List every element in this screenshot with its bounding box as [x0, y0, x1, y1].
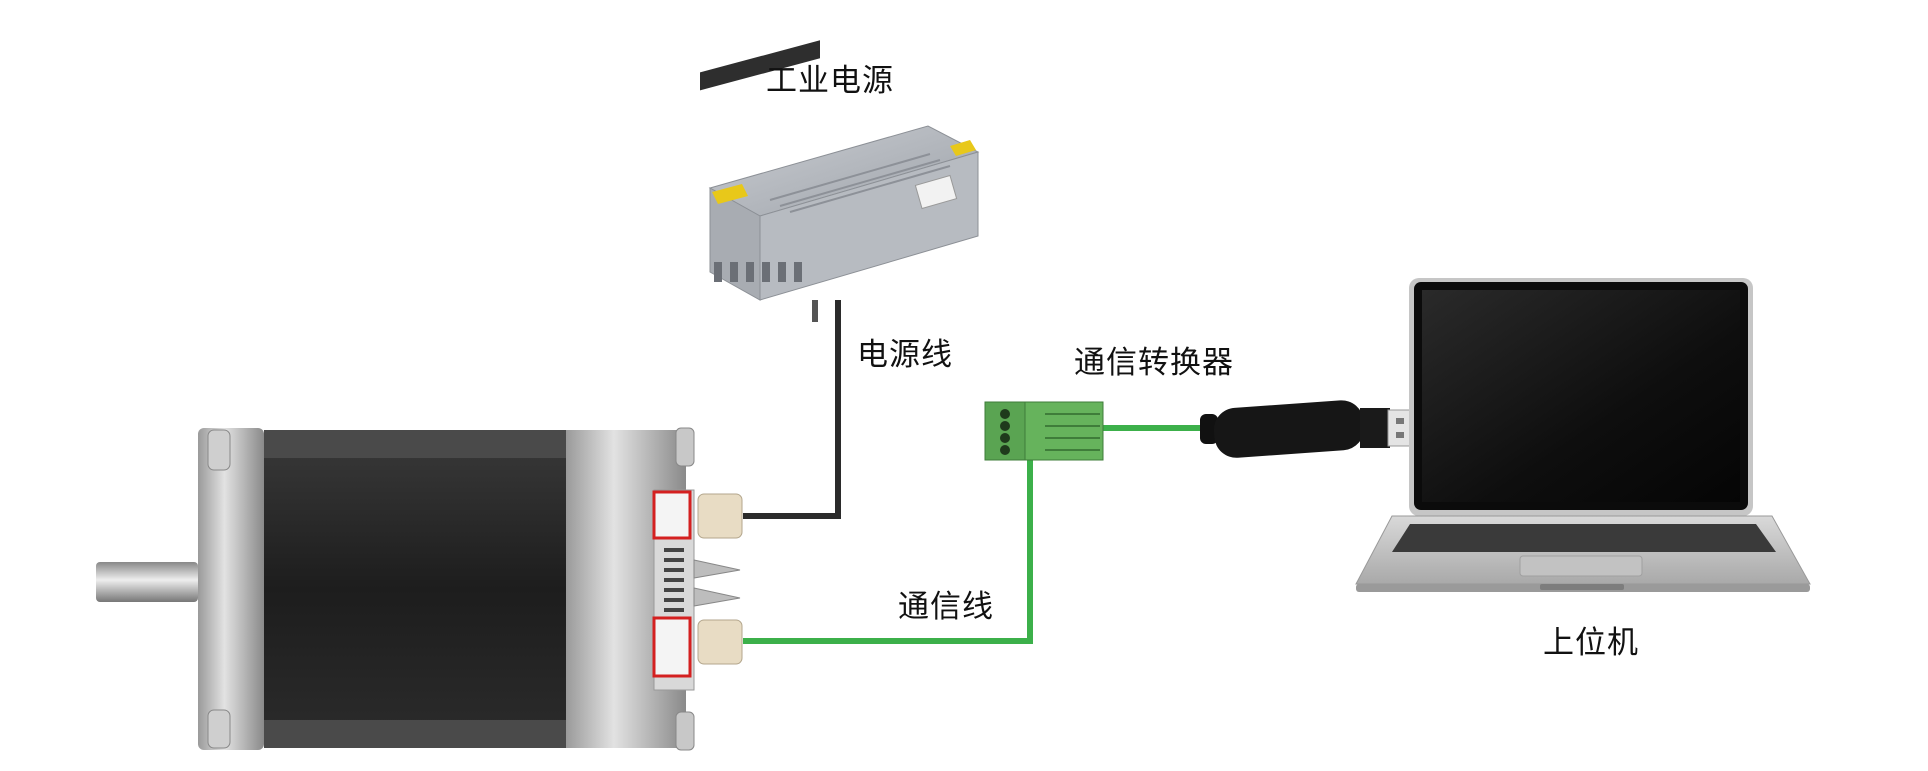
servo-motor [96, 427, 743, 751]
comm-port-highlight [652, 616, 692, 678]
host-computer-label: 上位机 [1543, 625, 1639, 661]
comm-converter-label: 通信转换器 [1074, 345, 1234, 381]
comm-cable [743, 425, 1210, 644]
laptop-host-computer [1355, 278, 1811, 592]
power-cable-label: 电源线 [857, 337, 953, 373]
power-supply-label: 工业电源 [766, 63, 894, 99]
industrial-power-supply [700, 40, 980, 322]
power-port-highlight [652, 490, 692, 540]
power-cable [743, 300, 841, 519]
usb-adapter [1200, 400, 1425, 458]
terminal-block-connector [984, 401, 1104, 461]
comm-cable-label: 通信线 [898, 589, 994, 625]
